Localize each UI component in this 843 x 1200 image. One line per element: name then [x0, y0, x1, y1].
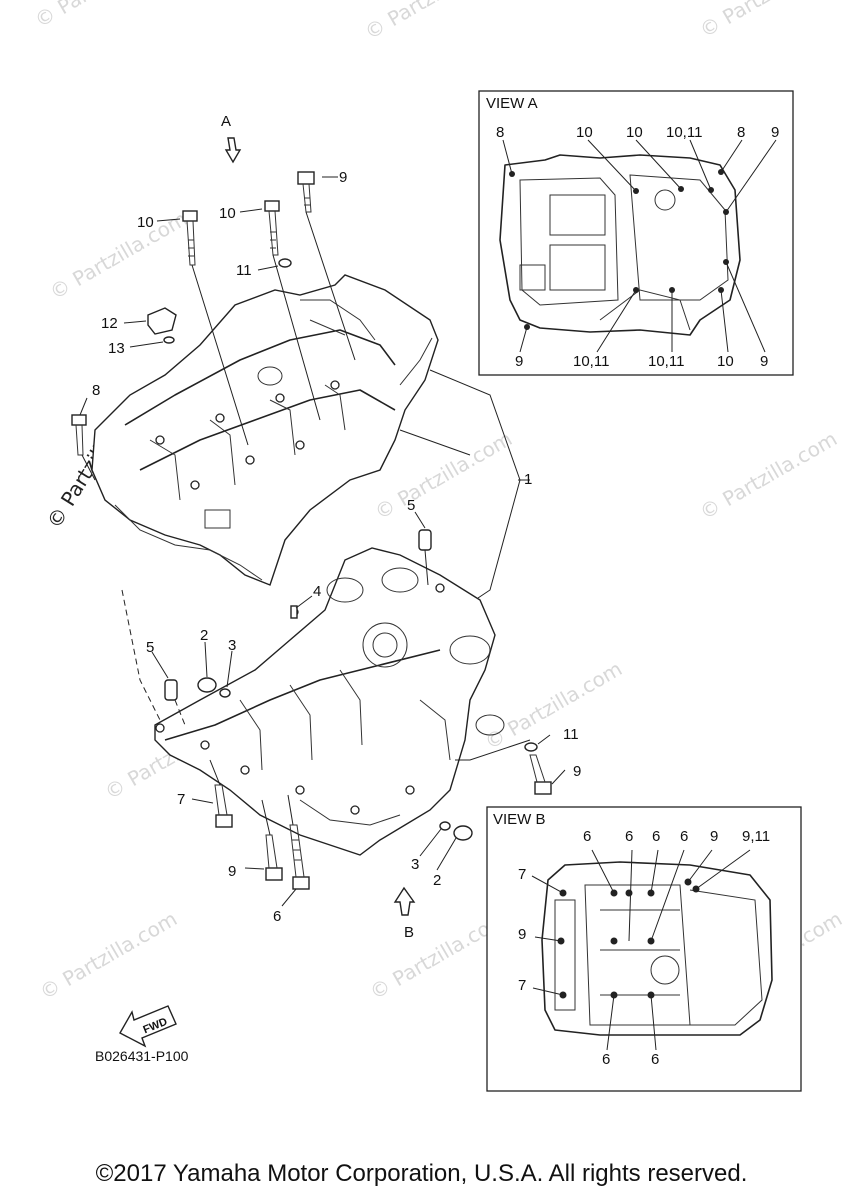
callout-11: 11	[563, 726, 579, 743]
bolt-9-right	[529, 754, 552, 795]
arrow-b-label: B	[404, 924, 414, 941]
view-a-label: 9	[760, 353, 768, 370]
callout-9: 9	[573, 763, 581, 780]
view-a-panel: VIEW A 8 10 10 10,11 8 9 9 10,11 10,11 1	[478, 90, 794, 376]
bolt-9-top	[297, 171, 315, 213]
view-b-label: 6	[602, 1051, 610, 1068]
watermark: © Partzilla.com	[696, 426, 842, 524]
view-b-label: 9	[710, 828, 718, 845]
bolt-10-left	[182, 210, 198, 266]
callout-12: 12	[101, 315, 118, 332]
view-a-label: 10	[576, 124, 593, 141]
view-a-label: 9	[515, 353, 523, 370]
arrow-a: A	[221, 113, 242, 164]
view-a-label: 9	[771, 124, 779, 141]
callout-13: 13	[108, 340, 125, 357]
view-b-label: 9,11	[742, 828, 770, 845]
watermark: © Partzilla.com	[46, 206, 192, 304]
callout-2: 2	[433, 872, 441, 889]
bolt-9-lower	[265, 834, 283, 881]
watermark: © Partzilla.com	[696, 0, 842, 42]
callout-1: 1	[524, 471, 532, 488]
bolt-6	[289, 824, 310, 890]
watermark: © Partzilla.com	[31, 0, 177, 32]
upper-crankcase	[91, 274, 439, 586]
view-b-label: 6	[625, 828, 633, 845]
callout-9: 9	[228, 863, 236, 880]
watermark: © Partzilla.com	[361, 0, 507, 44]
bolt-10-right	[264, 200, 280, 256]
view-b-label: 9	[518, 926, 526, 943]
callout-5: 5	[146, 639, 154, 656]
view-a-label: 10,11	[666, 124, 702, 141]
pin-4	[290, 605, 298, 619]
view-a-label: 10	[717, 353, 734, 370]
oring-3	[439, 821, 451, 831]
view-a-title: VIEW A	[486, 95, 538, 112]
view-b-label: 7	[518, 977, 526, 994]
oring-13	[163, 336, 175, 344]
view-b-label: 7	[518, 866, 526, 883]
callout-2: 2	[200, 627, 208, 644]
callout-11: 11	[236, 262, 252, 279]
arrow-b: B	[393, 886, 416, 941]
arrow-a-label: A	[221, 113, 231, 130]
view-a-label: 8	[496, 124, 504, 141]
bolt-8	[71, 414, 87, 456]
callout-3: 3	[228, 637, 236, 654]
diagram-code: B026431-P100	[95, 1048, 189, 1064]
callout-6: 6	[273, 908, 281, 925]
view-b-panel: VIEW B 6 6 6 6 9 9,11 7 9 7 6 6	[486, 806, 802, 1092]
callouts: 10 10 9 11 12 13 8 1 5 4 5 2 3 11 9 7 9 …	[79, 169, 581, 925]
copyright-footer: ©2017 Yamaha Motor Corporation, U.S.A. A…	[95, 1160, 748, 1187]
dowel-5	[418, 529, 432, 551]
plug-2	[197, 677, 217, 693]
plug-12	[147, 307, 177, 335]
view-b-label: 6	[651, 1051, 659, 1068]
callout-9: 9	[339, 169, 347, 186]
callout-10: 10	[137, 214, 154, 231]
view-b-label: 6	[680, 828, 688, 845]
bolts	[71, 171, 552, 890]
oring-3	[219, 688, 231, 698]
fwd-arrow: FWD	[119, 1005, 177, 1048]
watermark: © Partzilla.com	[36, 906, 182, 1004]
view-a-label: 8	[737, 124, 745, 141]
callout-8: 8	[92, 382, 100, 399]
plug-2	[453, 825, 473, 841]
callout-10: 10	[219, 205, 236, 222]
callout-5: 5	[407, 497, 415, 514]
view-b-label: 6	[652, 828, 660, 845]
callout-7: 7	[177, 791, 185, 808]
view-b-label: 6	[583, 828, 591, 845]
lower-crankcase	[154, 547, 505, 856]
washer-11	[278, 258, 292, 268]
callout-4: 4	[313, 583, 321, 600]
view-b-title: VIEW B	[493, 811, 546, 828]
view-a-label: 10,11	[648, 353, 684, 370]
view-a-label: 10	[626, 124, 643, 141]
watermark: © Partzilla.com	[481, 656, 627, 754]
bolt-7	[214, 784, 233, 828]
callout-3: 3	[411, 856, 419, 873]
view-a-label: 10,11	[573, 353, 609, 370]
dowel-5	[164, 679, 178, 701]
washer-11	[524, 742, 538, 752]
